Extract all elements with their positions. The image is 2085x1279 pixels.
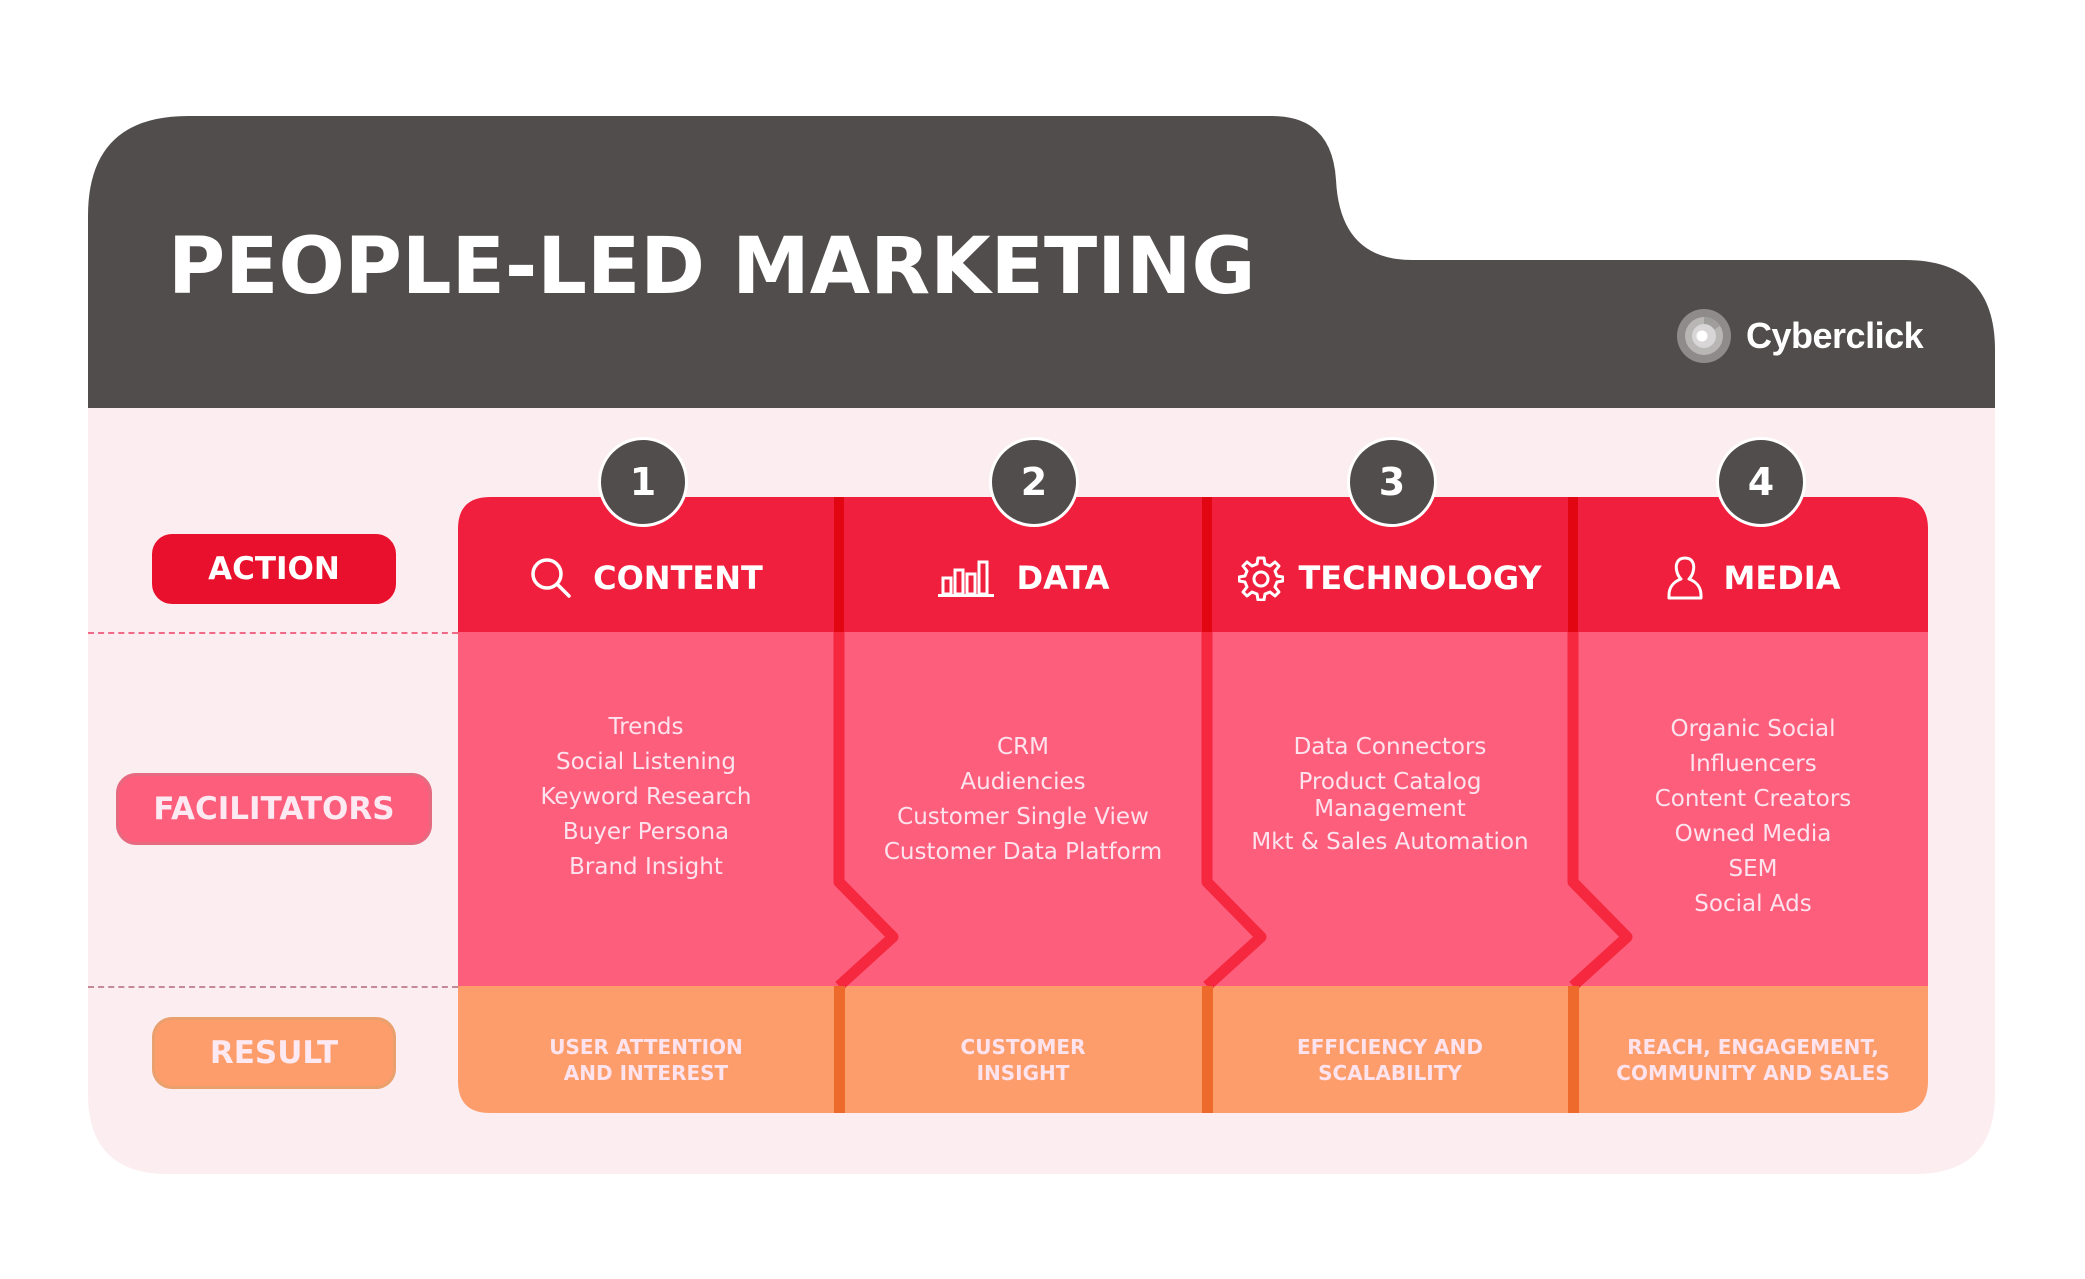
dashed-separator-bottom bbox=[88, 986, 458, 988]
list-item: CRM bbox=[997, 734, 1049, 760]
column-heading-data: DATA bbox=[844, 540, 1202, 616]
heading-label: DATA bbox=[1016, 559, 1110, 597]
facilitators-list-data: CRM Audiencies Customer Single View Cust… bbox=[844, 730, 1202, 870]
list-item: Social Ads bbox=[1694, 891, 1812, 917]
list-item: Customer Data Platform bbox=[883, 839, 1163, 865]
result-line: SCALABILITY bbox=[1318, 1061, 1462, 1085]
chevron-divider-1 bbox=[833, 632, 899, 991]
list-item: Owned Media bbox=[1674, 821, 1832, 847]
divider-result-3 bbox=[1568, 986, 1579, 1113]
facilitators-list-content: Trends Social Listening Keyword Research… bbox=[458, 710, 834, 885]
result-media: REACH, ENGAGEMENT,COMMUNITY AND SALES bbox=[1578, 1030, 1928, 1090]
list-item: Content Creators bbox=[1654, 786, 1852, 812]
column-heading-media: MEDIA bbox=[1578, 540, 1928, 616]
result-line: CUSTOMER bbox=[960, 1035, 1086, 1059]
row-label-action: ACTION bbox=[152, 534, 396, 604]
dashed-separator-top bbox=[88, 632, 458, 634]
list-item: Influencers bbox=[1689, 751, 1817, 777]
chevron-divider-3 bbox=[1567, 632, 1633, 991]
chevron-divider-2 bbox=[1201, 632, 1267, 991]
divider-result-2 bbox=[1202, 986, 1213, 1113]
user-icon bbox=[1667, 556, 1703, 600]
action-band bbox=[458, 497, 1928, 632]
row-label-result: RESULT bbox=[152, 1017, 396, 1089]
cyberclick-logo-icon bbox=[1677, 309, 1731, 363]
brand-name: Cyberclick bbox=[1746, 315, 1924, 356]
header-band bbox=[88, 116, 1995, 408]
list-item: Data Connectors bbox=[1293, 734, 1487, 760]
result-line: USER ATTENTION bbox=[549, 1035, 743, 1059]
divider-action-1 bbox=[834, 497, 844, 632]
gear-icon bbox=[1238, 556, 1285, 601]
result-band bbox=[458, 986, 1928, 1113]
list-item: Management bbox=[1314, 796, 1466, 822]
result-line: COMMUNITY AND SALES bbox=[1616, 1061, 1890, 1085]
list-item: Mkt & Sales Automation bbox=[1251, 829, 1529, 855]
divider-action-3 bbox=[1568, 497, 1578, 632]
brand-logo: Cyberclick bbox=[1676, 308, 1924, 364]
list-item: Trends bbox=[608, 714, 684, 740]
facilitators-list-technology: Data Connectors Product Catalog Manageme… bbox=[1212, 730, 1568, 860]
result-line: REACH, ENGAGEMENT, bbox=[1627, 1035, 1879, 1059]
column-heading-technology: TECHNOLOGY bbox=[1212, 540, 1568, 616]
facilitators-list-media: Organic Social Influencers Content Creat… bbox=[1578, 712, 1928, 922]
result-line: EFFICIENCY AND bbox=[1297, 1035, 1483, 1059]
heading-label: TECHNOLOGY bbox=[1298, 559, 1542, 597]
list-item: Social Listening bbox=[555, 749, 736, 775]
result-line: AND INTEREST bbox=[563, 1061, 729, 1085]
heading-label: MEDIA bbox=[1723, 559, 1841, 597]
page-title: PEOPLE-LED MARKETING bbox=[168, 222, 1256, 312]
step-number-1: 1 bbox=[598, 437, 688, 527]
list-item: Brand Insight bbox=[569, 854, 723, 880]
list-item: Audiencies bbox=[960, 769, 1086, 795]
list-item: Keyword Research bbox=[540, 784, 752, 810]
divider-result-1 bbox=[834, 986, 845, 1113]
heading-label: CONTENT bbox=[593, 559, 763, 597]
bar-chart-icon bbox=[937, 560, 994, 597]
step-number-2: 2 bbox=[989, 437, 1079, 527]
step-number-4: 4 bbox=[1716, 437, 1806, 527]
result-line: INSIGHT bbox=[976, 1061, 1070, 1085]
list-item: Customer Single View bbox=[897, 804, 1149, 830]
step-number-3: 3 bbox=[1347, 437, 1437, 527]
divider-action-2 bbox=[1202, 497, 1212, 632]
list-item: Buyer Persona bbox=[562, 819, 730, 845]
search-icon bbox=[531, 558, 571, 598]
list-item: SEM bbox=[1728, 856, 1778, 882]
column-heading-content: CONTENT bbox=[458, 540, 834, 616]
row-label-facilitators: FACILITATORS bbox=[116, 773, 432, 845]
facilitators-band bbox=[458, 632, 1928, 986]
list-item: Product Catalog bbox=[1298, 769, 1482, 795]
list-item: Organic Social bbox=[1670, 716, 1836, 742]
